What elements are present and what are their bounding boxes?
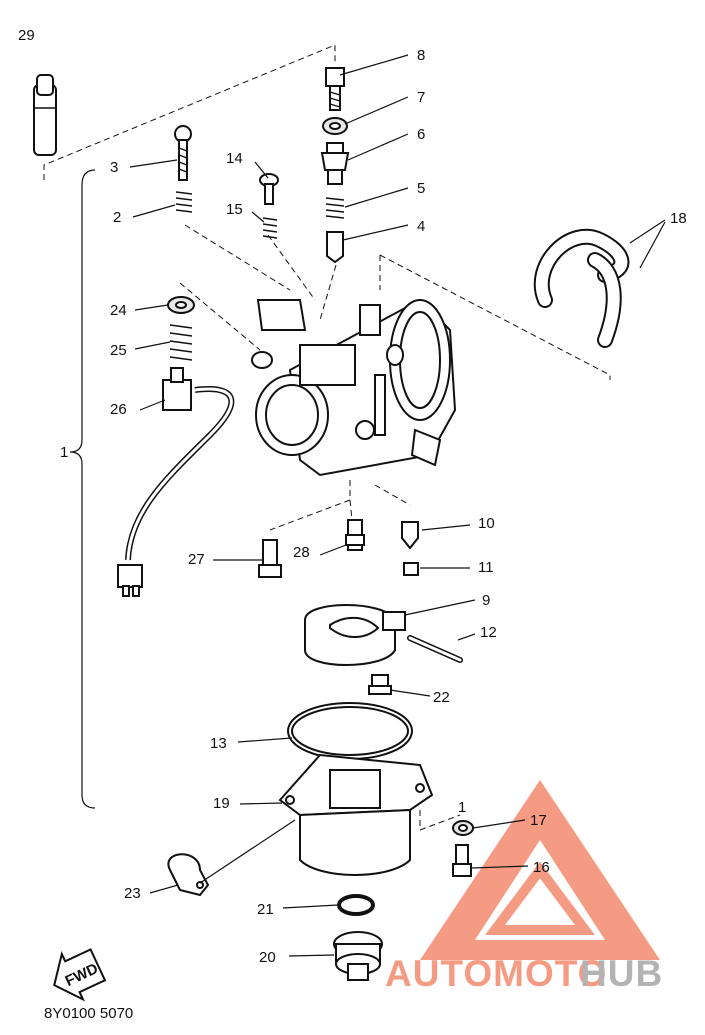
part-5-spring	[325, 197, 345, 219]
callout-17: 17	[530, 812, 547, 829]
part-9-float	[304, 604, 406, 666]
callout-8: 8	[417, 47, 425, 64]
callout-26: 26	[110, 401, 127, 418]
assembly-bracket	[69, 169, 96, 809]
callout-11: 11	[478, 559, 494, 576]
part-22-jet	[368, 674, 392, 695]
dashed-frame-lines	[43, 44, 611, 831]
part-21-oring	[337, 894, 375, 916]
callout-9: 9	[482, 592, 490, 609]
part-7-washer	[322, 117, 348, 135]
part-29-fitting	[33, 74, 57, 156]
callout-22: 22	[433, 689, 450, 706]
callout-6: 6	[417, 126, 425, 143]
callout-28: 28	[293, 544, 310, 561]
callout-15: 15	[226, 201, 243, 218]
callout-25: 25	[110, 342, 127, 359]
callout-21: 21	[257, 901, 274, 918]
callout-1-bracket: 1	[60, 444, 68, 461]
part-20-drain-plug	[333, 931, 383, 981]
watermark-logo: AUTOMOTO HUB	[385, 780, 663, 994]
callout-12: 12	[480, 624, 497, 641]
part-17-nut	[452, 820, 474, 836]
callout-19: 19	[213, 795, 230, 812]
watermark-text-part1: AUTOMOTO	[385, 953, 607, 994]
part-3-screw	[174, 125, 192, 181]
part-25-spring	[169, 324, 193, 361]
part-15-spring	[262, 217, 278, 239]
fwd-arrow: FWD	[53, 948, 107, 1002]
watermark-text-part2: HUB	[580, 953, 663, 994]
callout-1-bowl: 1	[458, 799, 466, 816]
part-2-spring	[175, 191, 193, 213]
callout-23: 23	[124, 885, 141, 902]
callout-4: 4	[417, 218, 425, 235]
callout-16: 16	[533, 859, 550, 876]
part-18-hoses	[533, 228, 630, 348]
part-11-clip	[403, 562, 419, 576]
callout-24: 24	[110, 302, 127, 319]
part-10-needle-valve	[401, 521, 419, 550]
callout-5: 5	[417, 180, 425, 197]
part-24-washer	[167, 296, 195, 314]
part-19-float-bowl	[278, 753, 434, 876]
part-12-pin	[407, 635, 463, 663]
callout-20: 20	[259, 949, 276, 966]
callout-14: 14	[226, 150, 243, 167]
part-4-needle	[326, 231, 344, 264]
part-23-clamp	[167, 853, 210, 897]
part-8-screw	[325, 67, 345, 111]
callout-10: 10	[478, 515, 495, 532]
part-27-jet	[258, 539, 282, 578]
callout-3: 3	[110, 159, 118, 176]
leader-lines	[129, 54, 666, 957]
callout-27: 27	[188, 551, 205, 568]
callout-7: 7	[417, 89, 425, 106]
callout-18: 18	[670, 210, 687, 227]
part-14-screw	[259, 173, 279, 205]
part-16-bolt	[452, 844, 472, 877]
part-13-gasket	[287, 702, 413, 760]
part-26-connector	[117, 367, 235, 597]
part-28-jet	[345, 519, 365, 551]
callout-2: 2	[113, 209, 121, 226]
callout-29: 29	[18, 27, 35, 44]
callout-labels: 29 8 7 6 3 14 2 15 5 4 18 24 25 26 1 10 …	[18, 27, 687, 966]
callout-13: 13	[210, 735, 227, 752]
carburetor-body	[251, 298, 457, 477]
footer-code: 8Y0100 5070	[44, 1005, 133, 1022]
part-6-valve	[320, 142, 350, 185]
